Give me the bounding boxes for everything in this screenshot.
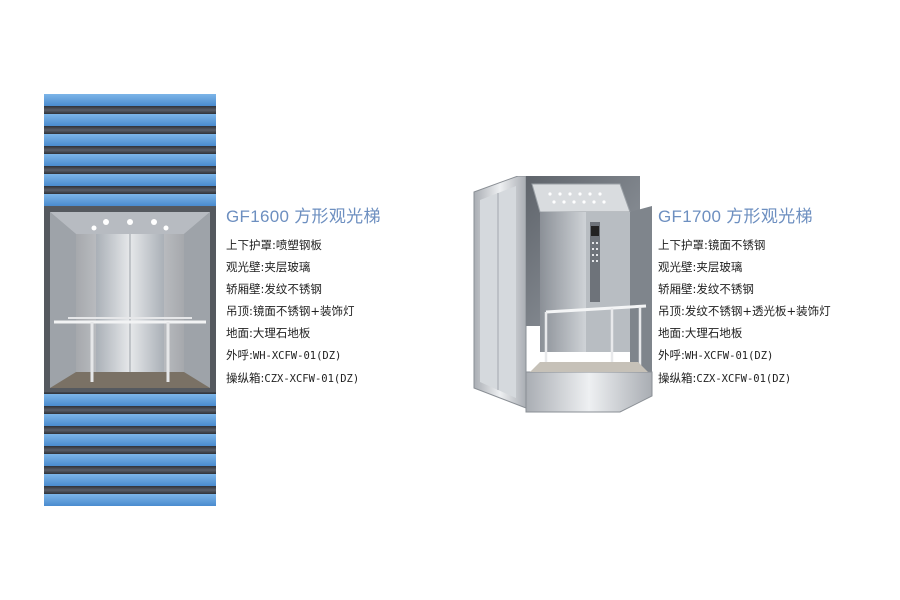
spec-separator: :: [260, 260, 265, 274]
spec-label: 轿厢壁: [226, 282, 261, 296]
spec-separator: :: [249, 304, 253, 318]
spec-value: 发纹不锈钢: [264, 282, 322, 296]
spec-label: 操纵箱: [658, 371, 693, 385]
spec-item: 轿厢壁:发纹不锈钢: [658, 278, 831, 300]
spec-separator: :: [249, 348, 253, 362]
spec-separator: :: [249, 326, 253, 340]
spec-separator: :: [704, 238, 708, 252]
spec-value: CZX-XCFW-01(DZ): [696, 373, 792, 385]
spec-label: 地面: [658, 326, 681, 340]
spec-label: 上下护罩: [226, 238, 272, 252]
spec-item: 观光壁:夹层玻璃: [226, 256, 359, 278]
spec-value: WH-XCFW-01(DZ): [252, 350, 342, 362]
spec-item: 操纵箱:CZX-XCFW-01(DZ): [226, 367, 359, 390]
gf1700-title: GF1700 方形观光梯: [658, 207, 813, 226]
spec-item: 上下护罩:镜面不锈钢: [658, 234, 831, 256]
spec-label: 观光壁: [226, 260, 261, 274]
spec-item: 地面:大理石地板: [658, 322, 831, 344]
spec-value: 大理石地板: [684, 326, 743, 340]
spec-item: 吊顶:发纹不锈钢+透光板+装饰灯: [658, 300, 831, 322]
spec-value: 发纹不锈钢+透光板+装饰灯: [684, 304, 831, 318]
spec-label: 操纵箱: [226, 371, 261, 385]
spec-label: 观光壁: [658, 260, 693, 274]
spec-label: 吊顶: [658, 304, 681, 318]
spec-value: 夹层玻璃: [264, 260, 311, 274]
spec-label: 外呼: [658, 348, 681, 362]
spec-label: 外呼: [226, 348, 249, 362]
gf1700-spec-list: 上下护罩:镜面不锈钢 观光壁:夹层玻璃 轿厢壁:发纹不锈钢 吊顶:发纹不锈钢+透…: [658, 234, 831, 390]
spec-separator: :: [272, 238, 276, 252]
spec-item: 轿厢壁:发纹不锈钢: [226, 278, 359, 300]
spec-item: 外呼:WH-XCFW-01(DZ): [658, 344, 831, 367]
spec-value: 夹层玻璃: [696, 260, 743, 274]
spec-separator: :: [681, 304, 685, 318]
spec-item: 地面:大理石地板: [226, 322, 359, 344]
gf1600-spec-list: 上下护罩:喷塑钢板 观光壁:夹层玻璃 轿厢壁:发纹不锈钢 吊顶:镜面不锈钢+装饰…: [226, 234, 359, 390]
gf1600-title: GF1600 方形观光梯: [226, 207, 381, 226]
spec-label: 上下护罩: [658, 238, 704, 252]
spec-separator: :: [692, 260, 697, 274]
spec-item: 操纵箱:CZX-XCFW-01(DZ): [658, 367, 831, 390]
spec-label: 轿厢壁: [658, 282, 693, 296]
spec-item: 吊顶:镜面不锈钢+装饰灯: [226, 300, 359, 322]
spec-label: 吊顶: [226, 304, 249, 318]
spec-label: 地面: [226, 326, 249, 340]
spec-separator: :: [681, 348, 685, 362]
gf1600-elevator-image: [44, 94, 216, 506]
gf1700-elevator-image: [473, 176, 653, 413]
spec-value: 发纹不锈钢: [696, 282, 754, 296]
spec-separator: :: [692, 371, 697, 385]
spec-item: 观光壁:夹层玻璃: [658, 256, 831, 278]
spec-value: CZX-XCFW-01(DZ): [264, 373, 360, 385]
spec-separator: :: [260, 282, 265, 296]
spec-value: WH-XCFW-01(DZ): [684, 350, 774, 362]
spec-separator: :: [260, 371, 265, 385]
spec-item: 外呼:WH-XCFW-01(DZ): [226, 344, 359, 367]
spec-value: 镜面不锈钢: [707, 238, 766, 252]
spec-separator: :: [681, 326, 685, 340]
spec-separator: :: [692, 282, 697, 296]
spec-value: 喷塑钢板: [275, 238, 322, 252]
spec-value: 大理石地板: [252, 326, 311, 340]
spec-value: 镜面不锈钢+装饰灯: [252, 304, 355, 318]
spec-item: 上下护罩:喷塑钢板: [226, 234, 359, 256]
